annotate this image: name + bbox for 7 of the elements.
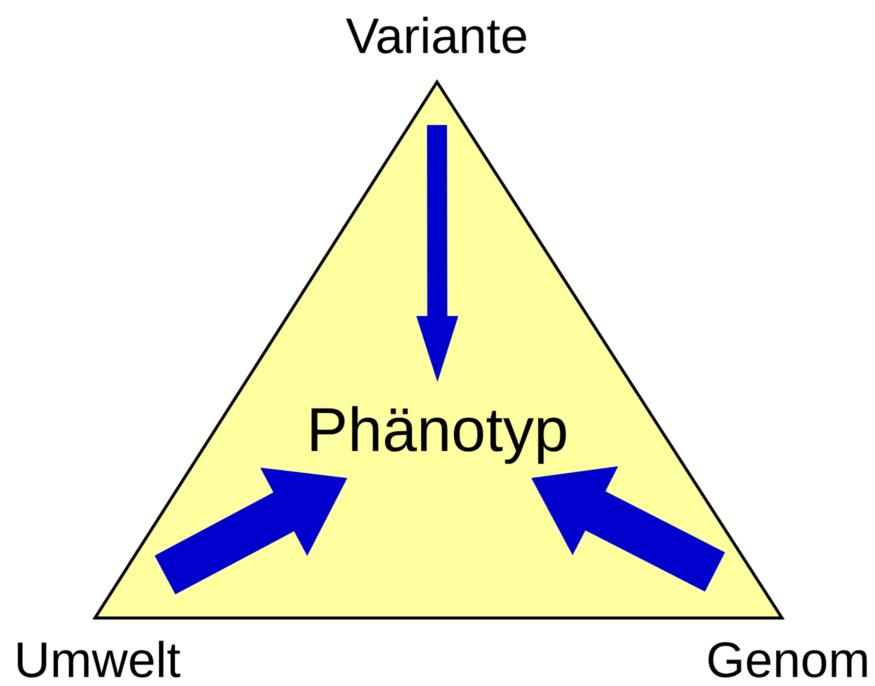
arrow <box>531 466 726 592</box>
arrow <box>416 124 458 382</box>
vertex-label: Genom <box>706 632 870 686</box>
phenotype-label: Phänotyp <box>280 382 595 478</box>
vertex-label: Variante <box>346 8 528 64</box>
vertex-label: Umwelt <box>14 632 181 686</box>
arrow <box>154 468 348 594</box>
